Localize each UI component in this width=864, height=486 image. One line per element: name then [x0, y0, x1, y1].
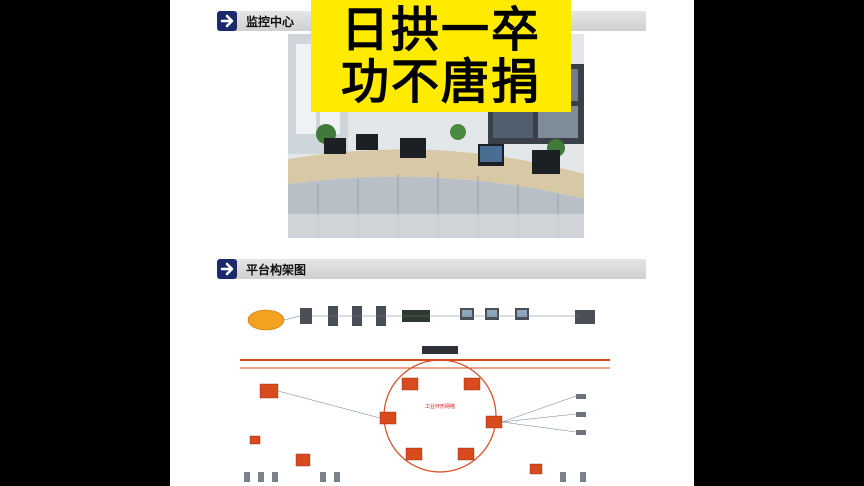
arrow-right-icon [217, 259, 237, 279]
section-title-monitor-center: 监控中心 [246, 14, 295, 29]
platform-architecture-diagram: 工业环形网络 [240, 306, 610, 482]
section-header-platform-architecture: 平台构架图 [217, 259, 646, 279]
internet-cloud-icon [247, 309, 285, 331]
caption-line-1: 日拱一卒 [340, 2, 541, 58]
ring-network-label: 工业环形网络 [425, 403, 455, 410]
arrow-right-icon [217, 11, 237, 31]
caption-line-2: 功不唐捐 [340, 54, 541, 110]
section-title-platform-architecture: 平台构架图 [246, 262, 307, 277]
caption-overlay: 日拱一卒 功不唐捐 [311, 0, 571, 112]
